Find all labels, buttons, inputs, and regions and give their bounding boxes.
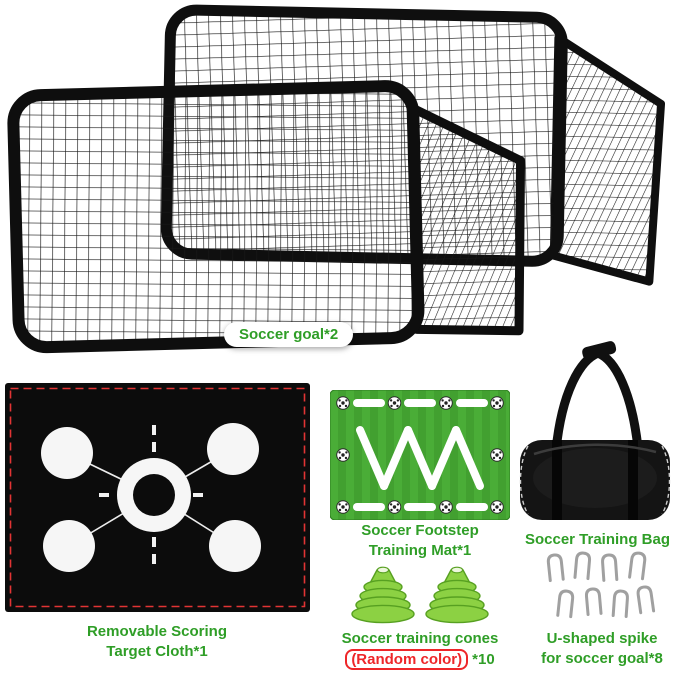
target-cloth-caption: Removable Scoring Target Cloth*1 [12, 622, 302, 661]
training-mat-caption: Soccer Footstep Training Mat*1 [330, 521, 510, 560]
training-cones-caption-line2: (Random color)*10 [330, 648, 510, 670]
training-bag-image [519, 341, 671, 520]
training-bag-caption-line1: Soccer Training Bag [524, 531, 671, 548]
training-cones-caption: Soccer training cones (Random color)*10 [330, 629, 510, 670]
training-mat-caption-line2: Training Mat*1 [368, 541, 472, 559]
training-mat-caption-line1: Soccer Footstep [361, 522, 479, 539]
target-cloth-caption-line2: Target Cloth*1 [106, 642, 208, 660]
target-cloth-image [5, 383, 310, 612]
training-cones-caption-line1: Soccer training cones [341, 630, 499, 647]
random-color-note: (Random color) [345, 648, 469, 670]
soccer-goal-label-text: Soccer goal*2 [239, 326, 339, 343]
cones-quantity: *10 [472, 650, 495, 668]
training-cones-image [351, 566, 489, 624]
soccer-goal-label: Soccer goal*2 [224, 322, 354, 347]
u-spikes-image [546, 550, 656, 619]
soccer-goal-image [7, 4, 666, 354]
u-spikes-caption-line1: U-shaped spike [546, 630, 658, 647]
soccer-goal-front [7, 80, 526, 354]
u-spikes-caption-line2: for soccer goal*8 [541, 649, 663, 667]
training-bag-caption: Soccer Training Bag [520, 530, 675, 550]
training-mat-image [330, 390, 510, 520]
u-spikes-caption: U-shaped spike for soccer goal*8 [536, 629, 668, 668]
target-cloth-caption-line1: Removable Scoring [86, 623, 228, 640]
